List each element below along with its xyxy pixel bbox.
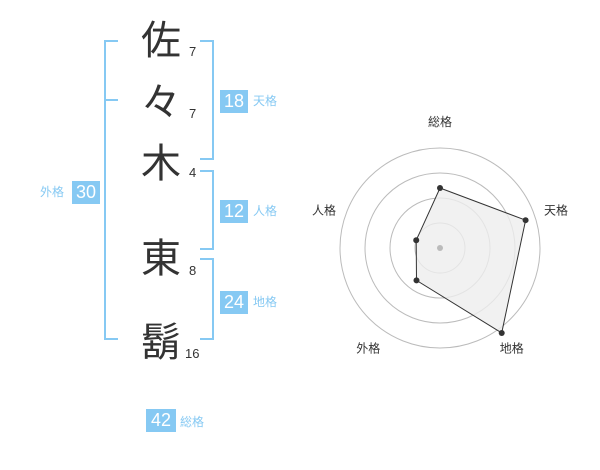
radar-axis-label-4: 外格 [356,341,380,356]
radar-series-area [415,187,527,334]
radar-point-3 [498,329,505,336]
stroke-count-2: 7 [189,106,197,121]
stroke-count-5: 16 [185,346,200,361]
soukaku-score: 42 [146,409,176,432]
stroke-count-3: 4 [189,165,197,180]
radar-axis-label-5: 人格 [312,202,336,217]
tenkaku-score: 18 [220,90,248,113]
jinkaku-label: 人格 [253,204,278,218]
soukaku-label: 総格 [180,415,205,429]
jinkaku-bracket [200,170,214,250]
gaikaku-label: 外格 [40,185,65,199]
radar-point-1 [437,185,443,191]
chikaku-score: 24 [220,291,248,314]
jinkaku-score: 12 [220,200,248,223]
radar-center-dot [437,245,443,251]
name-char-2: 々 [141,80,181,126]
name-char-1: 佐 [141,18,181,64]
stroke-count-1: 7 [189,44,197,59]
chikaku-bracket [200,258,214,340]
radar-axis-label-2: 天格 [544,202,568,217]
radar-ring-4 [339,147,541,349]
gaikaku-bracket [104,40,118,340]
chikaku-label: 地格 [253,295,278,309]
tenkaku-label: 天格 [253,94,278,108]
tenkaku-bracket [200,40,214,160]
stroke-count-4: 8 [189,263,197,278]
gaikaku-bracket-tick [104,99,118,101]
radar-axis-label-3: 地格 [500,341,524,356]
radar-point-5 [413,237,420,244]
name-char-5: 鬍 [141,320,181,366]
name-char-4: 東 [141,236,181,282]
radar-point-4 [413,277,420,284]
radar-point-2 [522,217,529,224]
name-char-3: 木 [141,141,181,187]
gaikaku-score: 30 [72,181,100,204]
radar-axis-label-1: 総格 [428,114,452,129]
